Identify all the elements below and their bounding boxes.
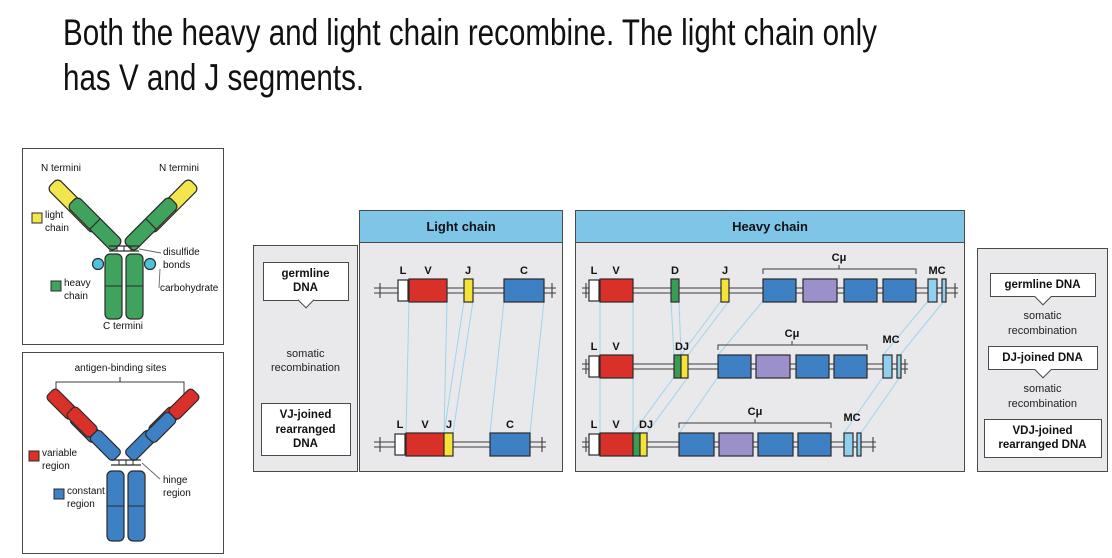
antibody-regions-figure xyxy=(28,377,200,542)
n-termini-right-label: N termini xyxy=(159,163,200,174)
constant-stems xyxy=(106,470,146,542)
somatic-recombination-label-1: somatic recombination xyxy=(1007,310,1078,337)
carbohydrate-dot-right xyxy=(143,257,157,271)
heavy-vdj-cmu-label: Cμ xyxy=(748,406,763,418)
heavy-chain-label: heavy chain xyxy=(64,278,91,302)
light-chain-connectors xyxy=(405,300,545,434)
light-germline-v-label: V xyxy=(424,265,432,277)
heavy-chain-diagram: L V D J Cμ MC xyxy=(582,252,958,457)
germline-dna-step-box-right: germline DNA xyxy=(989,273,1096,298)
page-title: Both the heavy and light chain recombine… xyxy=(63,12,877,99)
light-chain-header: Light chain xyxy=(360,211,562,243)
heavy-vdj-dj-label: DJ xyxy=(639,419,653,431)
heavy-dj-l-label: L xyxy=(591,341,598,353)
heavy-germline-d-label: D xyxy=(671,265,679,277)
heavy-chain-header: Heavy chain xyxy=(576,211,964,243)
light-vj-row: L V J C xyxy=(374,419,546,457)
left-inner-arm xyxy=(66,406,121,461)
germline-dna-step-box: germline DNA xyxy=(262,262,349,301)
antigen-binding-bracket xyxy=(53,377,187,402)
heavy-dj-cmu-label: Cμ xyxy=(785,328,800,340)
carbohydrate-leader-line xyxy=(158,268,161,289)
light-vj-l-label: L xyxy=(397,419,404,431)
heavy-chain-steps-column: germline DNA somatic recombination DJ-jo… xyxy=(977,248,1108,472)
antigen-binding-sites-label: antigen-binding sites xyxy=(74,363,167,374)
light-chain-panel: Light chain L V J C xyxy=(359,210,563,472)
heavy-vdj-row: L V DJ Cμ MC xyxy=(582,406,876,457)
heavy-chain-panel: Heavy chain xyxy=(575,210,965,472)
disulfide-bonds-label: disulfide bonds xyxy=(163,247,200,271)
light-chain-steps-column: germline DNA somatic recombination VJ-jo… xyxy=(253,245,358,472)
carbohydrate-dot-left xyxy=(91,257,105,271)
antibody-structure-panel: N termini N termini light chain heavy ch… xyxy=(22,148,224,345)
light-germline-c-label: C xyxy=(520,265,528,277)
heavy-dj-dj-label: DJ xyxy=(675,341,689,353)
heavy-chain-right-arm xyxy=(124,197,178,251)
heavy-dj-mc-label: MC xyxy=(882,334,899,346)
light-chain-diagram: L V J C L V J C xyxy=(374,265,556,457)
antibody-structure-figure xyxy=(31,179,198,320)
hinge-region xyxy=(111,459,141,466)
heavy-dj-v-label: V xyxy=(612,341,620,353)
constant-region-swatch xyxy=(53,488,65,500)
light-germline-l-label: L xyxy=(400,265,407,277)
heavy-vdj-v-label: V xyxy=(612,419,620,431)
heavy-chain-swatch xyxy=(50,280,62,292)
hinge-leader-line xyxy=(141,462,161,480)
somatic-recombination-label-2: somatic recombination xyxy=(1007,383,1078,410)
heavy-connectors-bottom xyxy=(599,376,901,434)
light-germline-row: L V J C xyxy=(374,265,556,303)
vdj-joined-step-box: VDJ-joined rearranged DNA xyxy=(983,418,1102,458)
right-outer-arm xyxy=(145,388,200,443)
vj-joined-step-box: VJ-joined rearranged DNA xyxy=(260,403,351,457)
heavy-dj-row: L V DJ Cμ MC xyxy=(582,328,908,379)
variable-region-swatch xyxy=(28,450,40,462)
heavy-vdj-l-label: L xyxy=(591,419,598,431)
light-chain-label: light chain xyxy=(45,210,69,234)
heavy-chain-stems xyxy=(104,253,144,320)
carbohydrate-label: carbohydrate xyxy=(160,283,219,294)
heavy-germline-v-label: V xyxy=(612,265,620,277)
dj-joined-step-box: DJ-joined DNA xyxy=(987,345,1098,371)
disulfide-bonds xyxy=(109,245,139,252)
somatic-recombination-label: somatic recombination xyxy=(270,347,341,375)
disulfide-leader-line xyxy=(138,248,162,254)
light-germline-j-label: J xyxy=(465,265,471,277)
heavy-germline-j-label: J xyxy=(722,265,728,277)
light-vj-j-label: J xyxy=(446,419,452,431)
c-termini-label: C termini xyxy=(102,321,143,332)
light-vj-c-label: C xyxy=(506,419,514,431)
antibody-regions-panel: antigen-binding sites variable region co… xyxy=(22,352,224,554)
light-vj-v-label: V xyxy=(421,419,429,431)
heavy-germline-l-label: L xyxy=(591,265,598,277)
heavy-vdj-mc-label: MC xyxy=(843,412,860,424)
hinge-region-label: hinge region xyxy=(163,475,191,499)
constant-region-label: constant region xyxy=(67,486,105,510)
heavy-germline-mc-label: MC xyxy=(928,265,945,277)
heavy-germline-row: L V D J Cμ MC xyxy=(582,252,958,303)
heavy-connectors-top xyxy=(599,300,945,356)
heavy-chain-left-arm xyxy=(68,197,122,251)
variable-region-label: variable region xyxy=(42,448,78,472)
light-chain-swatch xyxy=(31,212,43,224)
heavy-germline-cmu-label: Cμ xyxy=(832,252,847,264)
n-termini-left-label: N termini xyxy=(41,163,82,174)
